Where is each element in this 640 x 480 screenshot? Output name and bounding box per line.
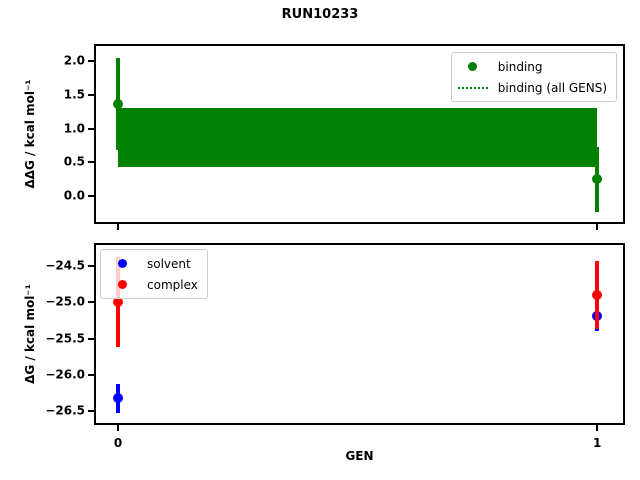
y-tick <box>88 337 94 340</box>
y-tick-label: 1.5 <box>63 87 85 102</box>
x-tick <box>596 425 599 431</box>
y-tick-label: 2.0 <box>63 53 85 68</box>
all-gens-band <box>118 108 598 168</box>
legend-marker-cell <box>458 62 488 71</box>
chart-title: RUN10233 <box>281 7 359 22</box>
legend-entry: solvent <box>107 254 198 273</box>
y-tick <box>88 301 94 304</box>
y-tick-label: −26.0 <box>45 367 85 382</box>
y-tick <box>88 410 94 413</box>
legend-entry: binding (all GENS) <box>457 78 607 97</box>
bottom-subplot: −24.5 −25.0 −25.5 −26.0 −26.5 0 1 solvent comple… <box>45 243 625 450</box>
y-tick <box>88 374 94 377</box>
x-tick <box>117 224 120 230</box>
y-tick-label: −24.5 <box>45 258 85 273</box>
x-tick-label: 0 <box>113 436 123 450</box>
legend: solvent complex <box>100 249 208 299</box>
bottom-y-axis-label: ΔG / kcal mol⁻¹ <box>23 284 37 384</box>
y-tick <box>88 161 94 164</box>
legend-label: binding (all GENS) <box>497 80 607 95</box>
solvent-point <box>113 393 124 404</box>
x-tick-label: 1 <box>592 436 602 450</box>
solvent-legend-dot-icon <box>117 259 127 268</box>
binding (all GENS)-legend-dotted-line-icon <box>457 86 488 89</box>
y-tick-label: −26.5 <box>45 404 85 419</box>
legend-label: solvent <box>147 256 191 271</box>
y-tick <box>88 127 94 130</box>
legend-label: complex <box>147 277 198 292</box>
y-tick-label: −25.5 <box>45 331 85 346</box>
y-tick-label: 0.5 <box>63 155 85 170</box>
binding-legend-dot-icon <box>468 62 478 71</box>
y-tick <box>88 265 94 268</box>
complex-point <box>113 297 124 308</box>
complex-point <box>592 290 603 301</box>
top-subplot: 2.0 1.5 1.0 0.5 0.0 binding binding (all GENS) <box>64 44 625 230</box>
y-tick <box>88 59 94 62</box>
x-axis-label: GEN <box>345 449 374 463</box>
y-tick <box>88 93 94 96</box>
legend-marker-cell <box>107 259 137 268</box>
y-tick <box>88 195 94 198</box>
y-tick-label: 0.0 <box>63 188 85 203</box>
legend: binding binding (all GENS) <box>450 52 617 102</box>
binding-point <box>113 98 124 109</box>
legend-label: binding <box>497 59 543 74</box>
legend-marker-cell <box>107 280 137 289</box>
legend-marker-cell <box>457 86 488 89</box>
legend-entry: complex <box>107 275 198 294</box>
binding-point <box>592 174 603 185</box>
y-tick-label: 1.0 <box>63 121 85 136</box>
y-tick-label: −25.0 <box>45 295 85 310</box>
legend-entry: binding <box>458 57 607 76</box>
complex-legend-dot-icon <box>117 280 127 289</box>
x-tick <box>117 425 120 431</box>
top-y-axis-label: ΔΔG / kcal mol⁻¹ <box>23 79 37 189</box>
x-tick <box>596 224 599 230</box>
